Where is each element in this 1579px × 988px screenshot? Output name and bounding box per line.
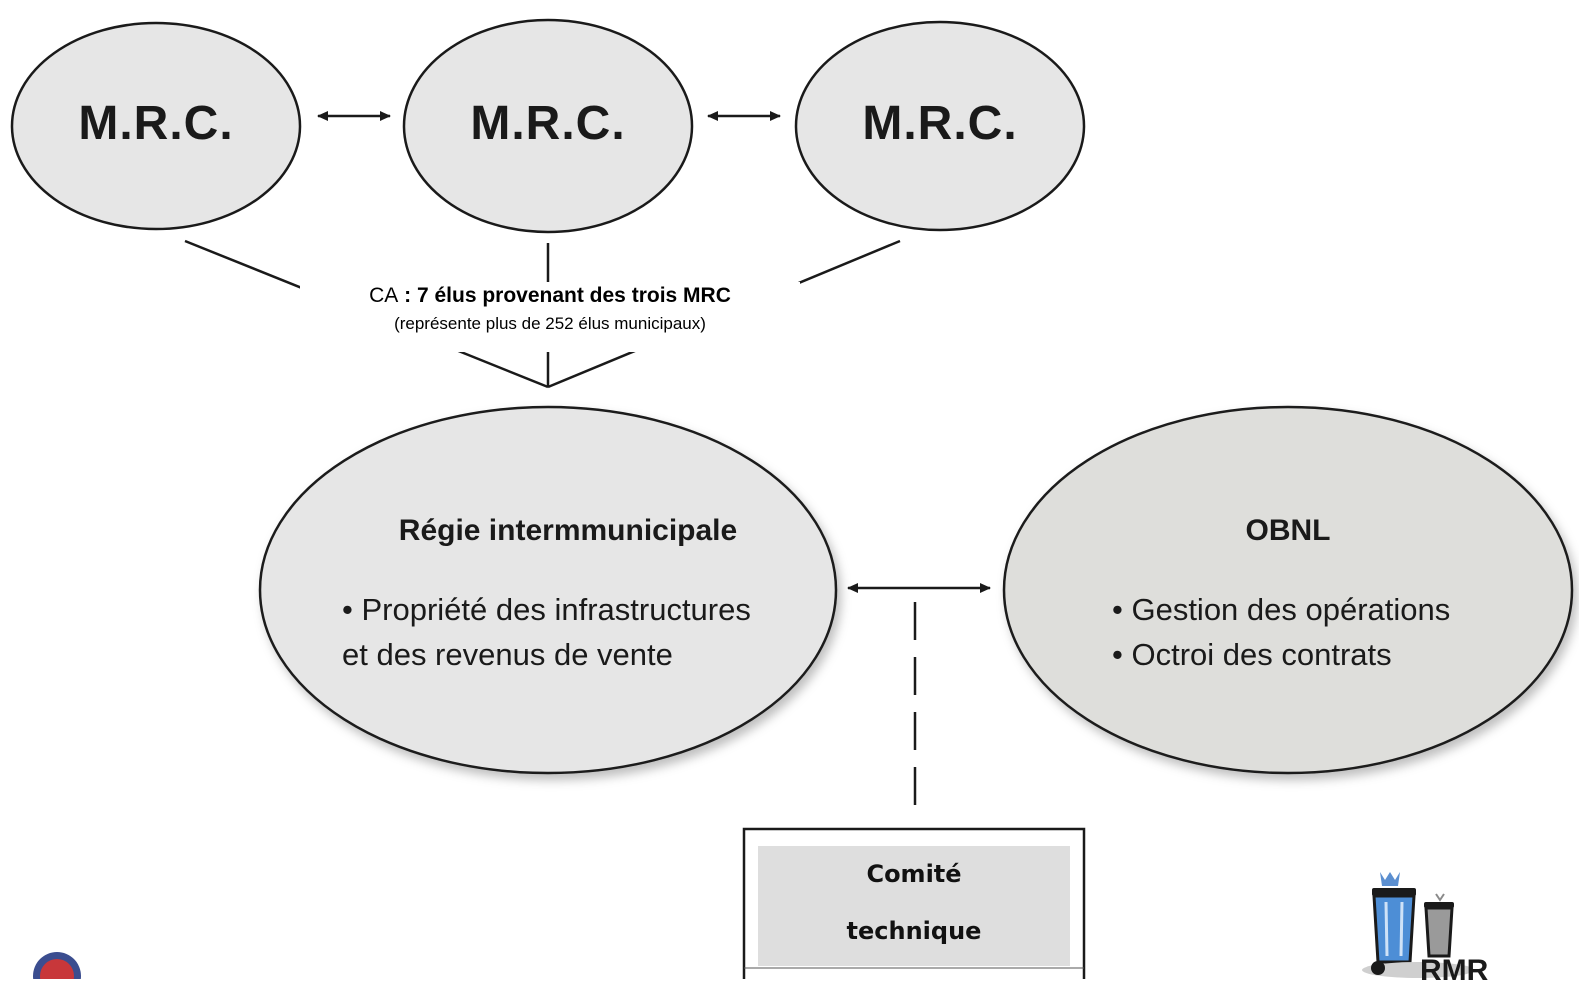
obnl-title: OBNL [1245,514,1331,547]
obnl-bullets: • Gestion des opérations • Octroi des co… [1112,588,1512,678]
bins-logo-icon [1362,872,1474,978]
comite-box-inner [758,846,1070,966]
regie-bullet-line1: • Propriété des infrastructures [342,592,751,627]
obnl-bullet-2: • Octroi des contrats [1112,636,1392,672]
comite-line2: technique [846,917,982,945]
mrc-ellipse-center [402,18,694,234]
mrc-ellipse-left [10,21,302,231]
regie-bullet-line2: et des revenus de vente [342,636,673,672]
obnl-bullet-1: • Gestion des opérations [1112,592,1451,627]
council-label-box: CA : 7 élus provenant des trois MRC (rep… [300,282,800,352]
mrc-label-right: M.R.C. [862,97,1018,150]
mrc-label-center: M.R.C. [470,97,626,150]
regie-ellipse [258,405,838,775]
council-prefix: CA [369,284,399,307]
council-subtitle: (représente plus de 252 élus municipaux) [394,314,706,333]
regie-bullets: • Propriété des infrastructures et des r… [342,588,802,678]
mrc-ellipse-right [794,20,1086,232]
council-title: CA : 7 élus provenant des trois MRC [300,284,800,308]
council-title-bold: : 7 élus provenant des trois MRC [398,284,731,307]
obnl-ellipse [1002,405,1574,775]
regie-title: Régie intermmunicipale [398,514,738,547]
mrc-label-left: M.R.C. [78,97,234,150]
circle-logo-icon [33,952,81,979]
logo-text: RMR [1420,954,1489,987]
comite-line1: Comité [866,860,962,888]
